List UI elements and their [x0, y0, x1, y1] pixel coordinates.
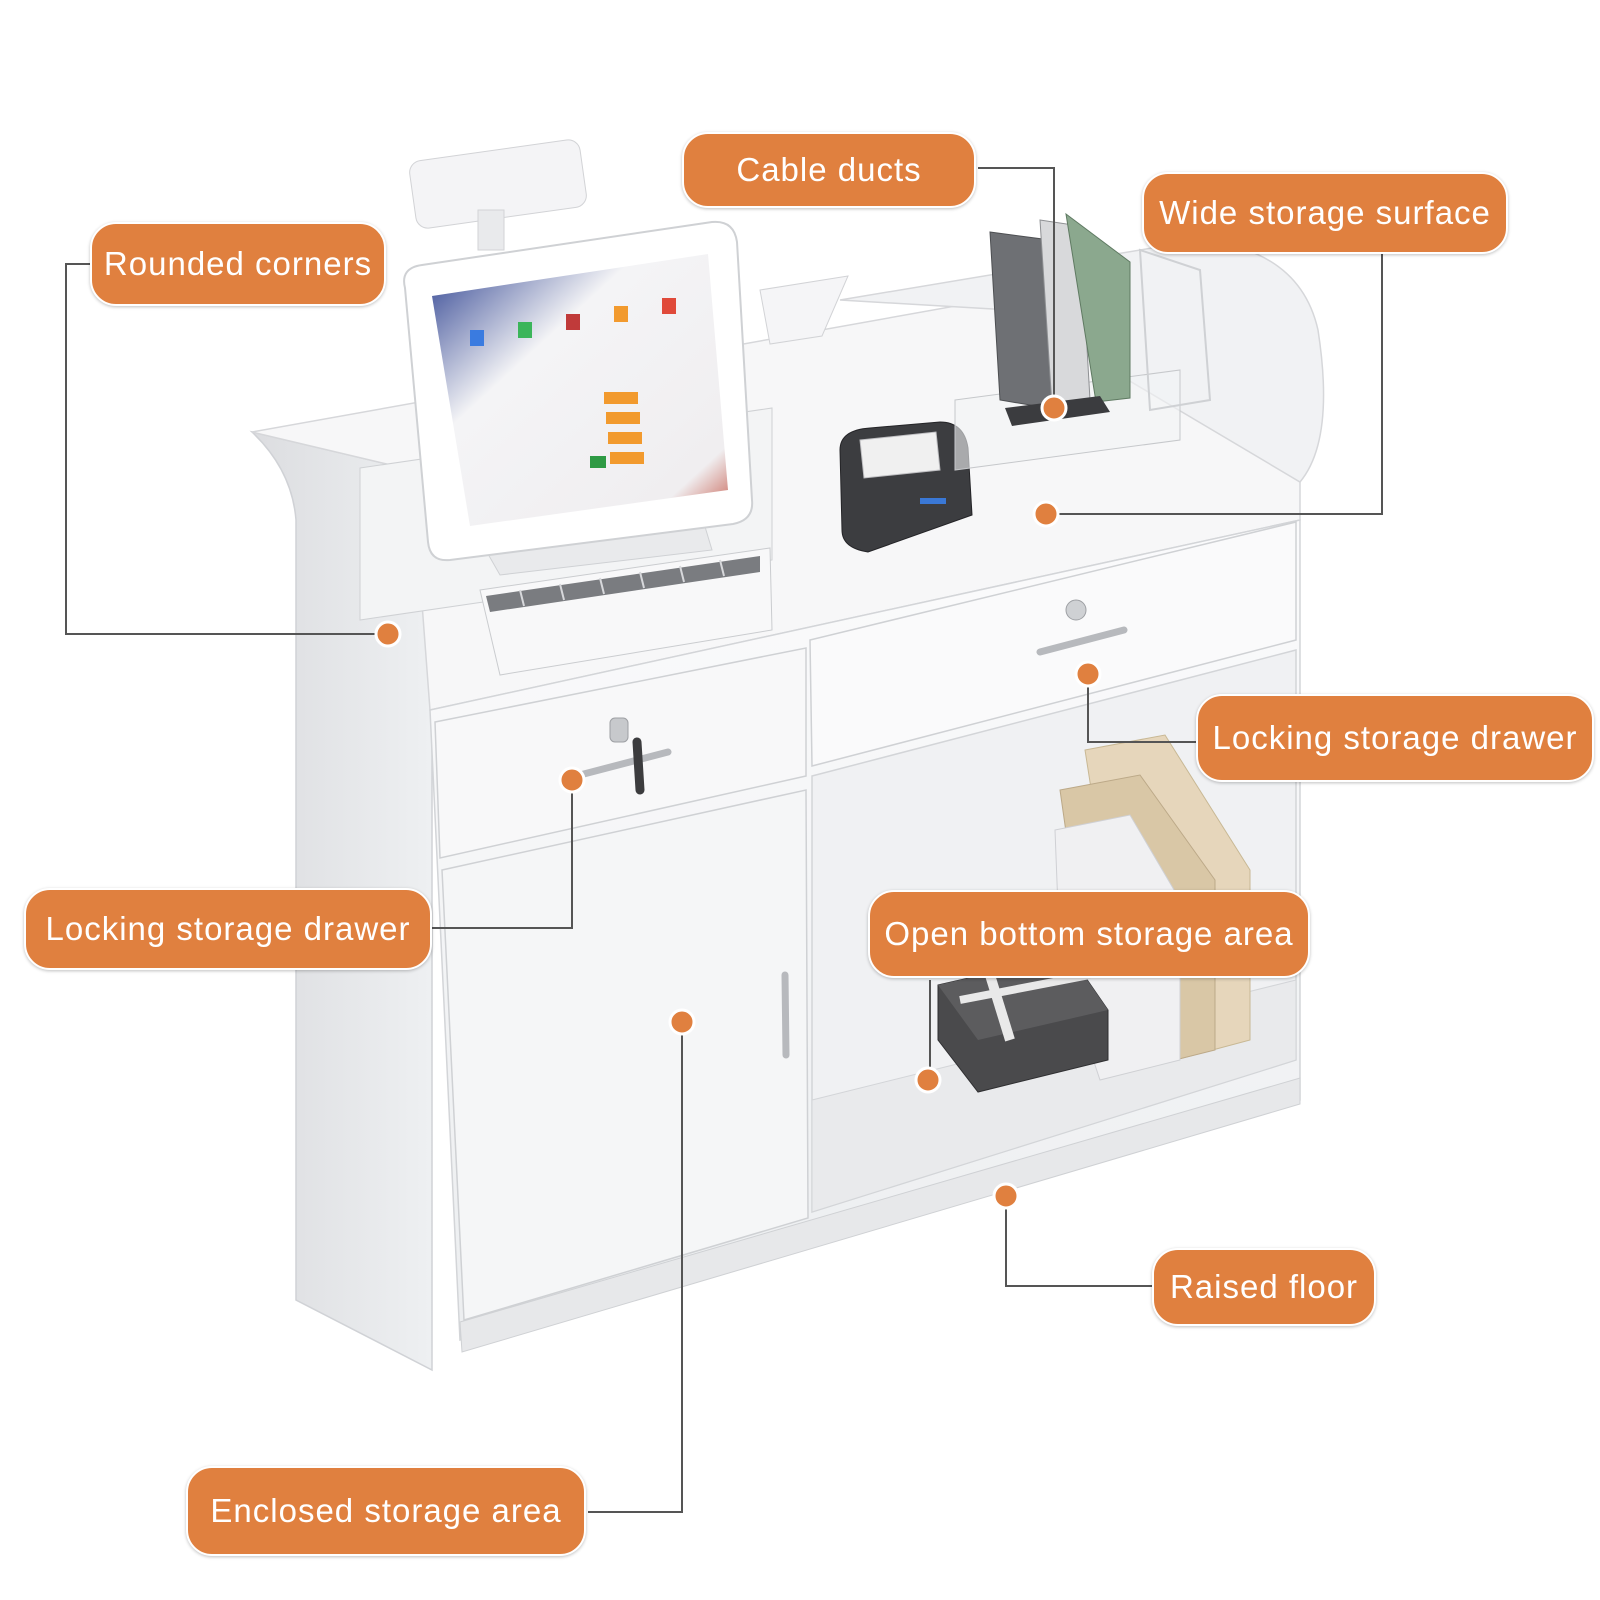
leader-wide-storage [1048, 252, 1383, 515]
left-drawer-handle [576, 748, 672, 779]
callout-enclosed-storage: Enclosed storage area [186, 1466, 586, 1556]
callout-locking-drawer-right: Locking storage drawer [1196, 694, 1594, 782]
dot-cable-ducts [1040, 394, 1068, 422]
dot-wide-storage [1032, 500, 1060, 528]
pos-terminal-screen [432, 254, 728, 526]
left-drawer-lock [609, 717, 629, 743]
cash-drawer-coin-slots [519, 559, 725, 607]
dot-open-bottom [914, 1066, 942, 1094]
dot-locking-drawer-right [1074, 660, 1102, 688]
callout-rounded-corners: Rounded corners [90, 222, 386, 306]
callout-cable-ducts: Cable ducts [682, 132, 976, 208]
leader-locking-drawer-right [1087, 674, 1198, 743]
drawer-right [809, 521, 1297, 767]
binder-rack [954, 212, 1212, 471]
leader-lines [65, 167, 1383, 1513]
door-handle [781, 971, 790, 1059]
receipt-printer [839, 421, 973, 553]
leader-rounded-corners [65, 263, 388, 635]
leader-cable-ducts [978, 167, 1055, 408]
callout-raised-floor: Raised floor [1152, 1248, 1376, 1326]
pos-screen-tiles [470, 298, 676, 468]
callout-open-bottom-storage: Open bottom storage area [868, 890, 1310, 978]
right-drawer-handle [1036, 626, 1128, 656]
cabinet-door [441, 789, 809, 1321]
marker-dots [374, 394, 1102, 1210]
leader-enclosed [588, 1022, 683, 1513]
key-icon [632, 737, 645, 795]
leader-locking-drawer-left [432, 780, 573, 929]
callout-wide-storage-surface: Wide storage surface [1142, 172, 1508, 254]
dot-enclosed [668, 1008, 696, 1036]
right-drawer-lock [1065, 599, 1087, 621]
drawer-left [434, 647, 807, 859]
leader-raised-floor [1005, 1196, 1154, 1287]
pos-terminal [403, 220, 754, 576]
raised-plinth [459, 1077, 1301, 1353]
callout-locking-drawer-left: Locking storage drawer [24, 888, 432, 970]
dot-raised-floor [992, 1182, 1020, 1210]
dot-locking-drawer-left [558, 766, 586, 794]
customer-display [409, 139, 849, 345]
dot-rounded-corners [374, 620, 402, 648]
